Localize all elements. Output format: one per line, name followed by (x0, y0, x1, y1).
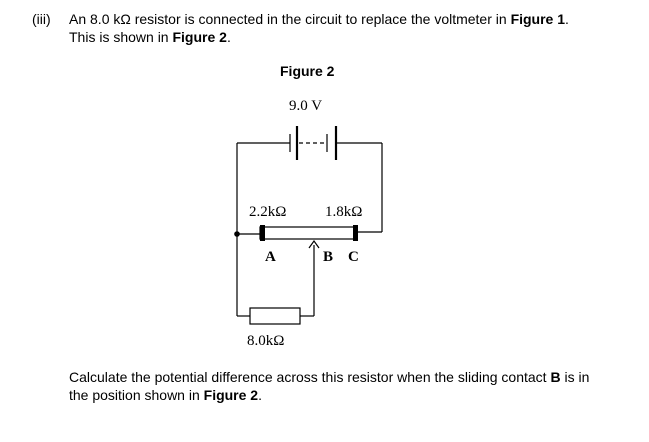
point-a-label: A (265, 249, 276, 265)
external-resistor (249, 307, 301, 325)
figure-title: Figure 2 (280, 63, 335, 79)
battery (289, 126, 340, 160)
prompt-text: is in (560, 369, 590, 385)
figure-reference: Figure 2 (172, 29, 227, 45)
resistance-wire-body (259, 226, 358, 240)
figure-reference: Figure 1 (510, 11, 566, 27)
circuit-wires (236, 142, 383, 317)
point-b-label: B (323, 249, 333, 265)
resistance-wire (259, 225, 358, 241)
prompt-text: the position shown in (69, 387, 204, 403)
question-text: This is shown in (69, 29, 173, 45)
sliding-contact-arrow-icon (308, 239, 320, 249)
resistor-left-label: 2.2kΩ (249, 204, 286, 220)
battery-voltage-label: 9.0 V (289, 98, 322, 114)
point-c-label: C (348, 249, 359, 265)
punctuation: . (226, 29, 231, 45)
external-resistor-label: 8.0kΩ (247, 333, 284, 349)
figure-reference: Figure 2 (203, 387, 259, 403)
punctuation: . (258, 387, 262, 403)
punctuation: . (565, 11, 569, 27)
prompt-line-1: Calculate the potential difference acros… (69, 369, 589, 385)
resistor-right-label: 1.8kΩ (325, 204, 362, 220)
junction-dot (234, 231, 240, 237)
question-line-1: An 8.0 kΩ resistor is connected in the c… (69, 11, 569, 27)
terminal-a-block (260, 225, 265, 241)
prompt-line-2: the position shown in Figure 2. (69, 387, 262, 403)
terminal-c-block (353, 225, 358, 241)
prompt-text: Calculate the potential difference acros… (69, 369, 551, 385)
prompt-bold-b: B (550, 369, 561, 385)
question-text: An 8.0 kΩ resistor is connected in the c… (69, 11, 511, 27)
question-line-2: This is shown in Figure 2. (69, 29, 231, 45)
question-number: (iii) (32, 11, 51, 27)
